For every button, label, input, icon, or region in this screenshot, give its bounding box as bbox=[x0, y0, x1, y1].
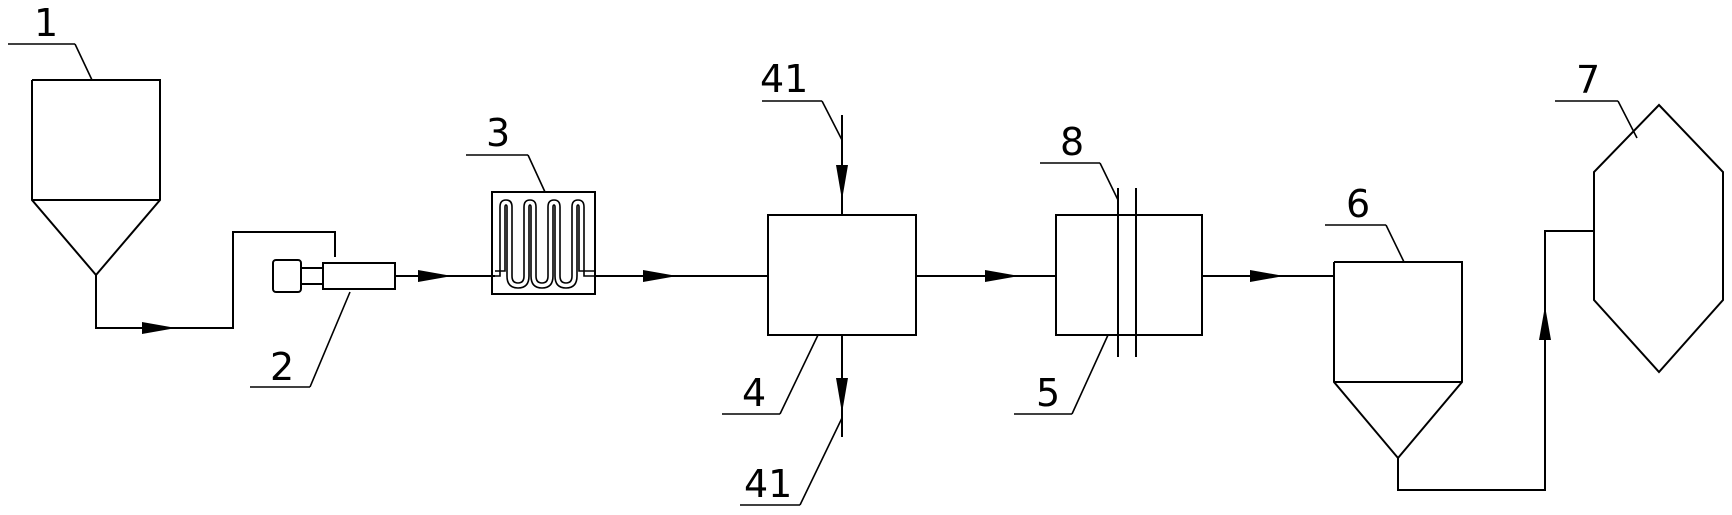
leader-4 bbox=[722, 334, 819, 415]
stream-41-outlet bbox=[836, 335, 848, 437]
label-1: 1 bbox=[34, 1, 58, 45]
label-6: 6 bbox=[1346, 182, 1370, 226]
pipe-6-to-7 bbox=[1397, 230, 1594, 491]
stream-41-inlet bbox=[836, 115, 848, 215]
leader-5 bbox=[1014, 334, 1109, 415]
pipe-2-to-3 bbox=[395, 270, 495, 282]
leader-3 bbox=[466, 154, 546, 193]
pipe-4-to-5 bbox=[916, 270, 1056, 282]
flow-arrow-41-in bbox=[836, 165, 848, 200]
flow-arrow-6 bbox=[1539, 306, 1551, 340]
vessel-7 bbox=[1593, 103, 1724, 374]
label-41-top: 41 bbox=[760, 57, 808, 101]
leader-6 bbox=[1325, 224, 1405, 263]
pipe-1-to-2 bbox=[95, 231, 336, 334]
hopper-6 bbox=[1333, 261, 1463, 460]
leader-7 bbox=[1555, 100, 1638, 139]
leader-41-top bbox=[762, 100, 843, 141]
flow-arrow-4 bbox=[985, 270, 1019, 282]
flow-arrow-41-out bbox=[836, 378, 848, 413]
coil-heater-3 bbox=[491, 191, 596, 295]
hopper-1 bbox=[31, 79, 161, 277]
leader-8 bbox=[1040, 162, 1119, 201]
label-5: 5 bbox=[1036, 371, 1060, 415]
label-7: 7 bbox=[1576, 58, 1600, 102]
label-2: 2 bbox=[270, 345, 294, 389]
flow-arrow-1 bbox=[142, 322, 176, 334]
leader-1 bbox=[8, 43, 93, 81]
reactor-4 bbox=[767, 214, 917, 336]
pipe-5-to-6 bbox=[1202, 270, 1334, 282]
separator-5 bbox=[1055, 214, 1203, 336]
label-41-bottom: 41 bbox=[744, 462, 792, 506]
label-3: 3 bbox=[486, 111, 510, 155]
pipe-3-to-4 bbox=[595, 270, 768, 282]
element-8 bbox=[1117, 188, 1137, 357]
flow-arrow-5 bbox=[1250, 270, 1284, 282]
pump-2 bbox=[272, 259, 396, 293]
label-4: 4 bbox=[742, 371, 766, 415]
flow-arrow-3 bbox=[643, 270, 677, 282]
leader-41-bottom bbox=[740, 417, 843, 506]
flow-arrow-2 bbox=[418, 270, 452, 282]
leader-2 bbox=[250, 291, 351, 388]
label-8: 8 bbox=[1060, 120, 1084, 164]
